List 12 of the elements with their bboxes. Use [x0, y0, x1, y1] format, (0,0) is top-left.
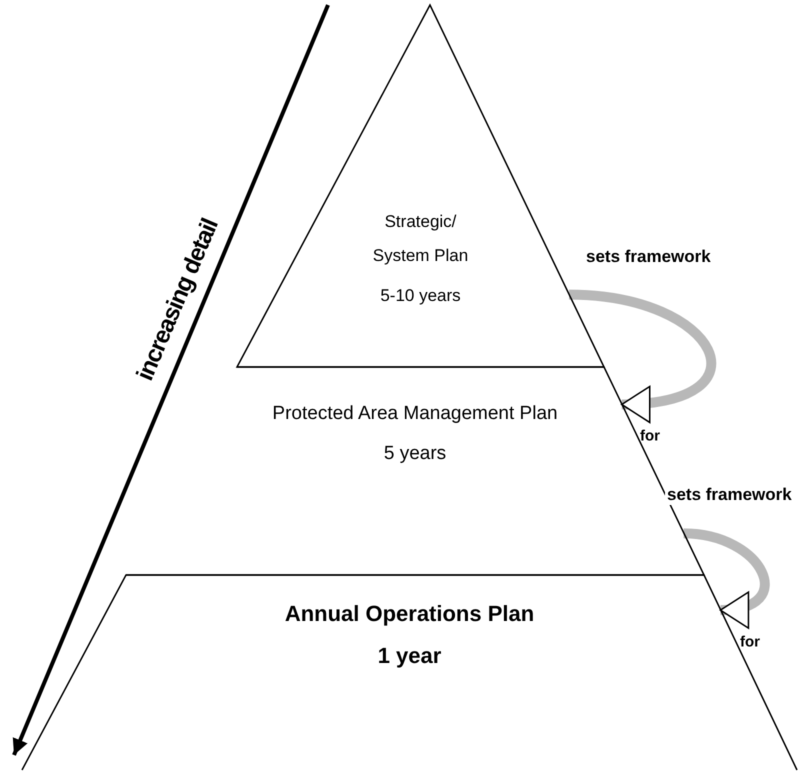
curved-arrow	[568, 290, 716, 422]
edge-label: sets framework	[665, 485, 794, 506]
tier-title: Strategic/ System Plan	[372, 211, 470, 267]
duration-text: 5 years	[384, 442, 446, 466]
pyramid-tier	[22, 575, 797, 770]
duration-text: 5-10 years	[380, 285, 461, 307]
curved-arrow	[683, 528, 770, 626]
arrow-label: for	[640, 428, 660, 444]
duration-text: 1 year	[378, 642, 442, 670]
tier-title: Protected Area Management Plan	[272, 402, 558, 426]
tier-title: Annual Operations Plan	[284, 600, 534, 628]
arrow-label: for	[740, 634, 760, 650]
